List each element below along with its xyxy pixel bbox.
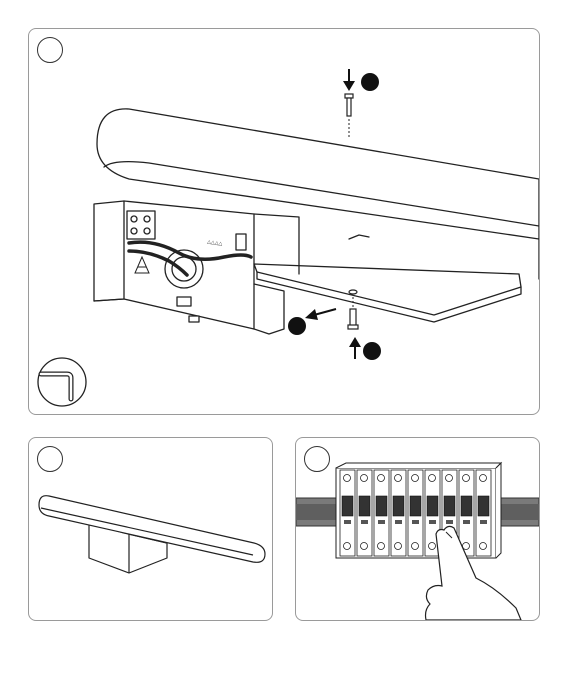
screw-top	[345, 94, 353, 116]
svg-text:△△△△: △△△△	[207, 239, 223, 247]
breaker-window	[361, 520, 368, 524]
breaker-handle	[478, 496, 489, 516]
breaker-window	[378, 520, 385, 524]
terminal-screw	[361, 475, 368, 482]
terminal-screw	[378, 543, 385, 550]
panel-breaker	[295, 437, 540, 621]
breaker-handle	[393, 496, 404, 516]
terminal-screw	[463, 475, 470, 482]
terminal-screw	[412, 543, 419, 550]
terminal-screw	[446, 475, 453, 482]
breaker-handle	[427, 496, 438, 516]
callout-1	[361, 73, 379, 91]
callout-3	[363, 342, 381, 360]
breaker-handle	[444, 496, 455, 516]
breaker-drawing	[296, 438, 539, 620]
terminal-screw	[480, 543, 487, 550]
junction-box	[94, 201, 124, 301]
breaker-handle	[461, 496, 472, 516]
arrow-up-icon	[349, 337, 361, 359]
hex-key-icon	[38, 358, 86, 406]
breaker-handle	[359, 496, 370, 516]
breaker-handle	[342, 496, 353, 516]
terminal-screw	[395, 543, 402, 550]
assembled-luminaire-drawing	[29, 438, 272, 620]
breaker-window	[429, 520, 436, 524]
breaker-window	[480, 520, 487, 524]
terminal-screw	[429, 475, 436, 482]
breaker-modules	[340, 470, 491, 556]
callout-2	[288, 317, 306, 335]
terminal-screw	[344, 475, 351, 482]
recycle-icon	[135, 257, 149, 273]
arrow-left-icon	[305, 309, 336, 320]
bracket-arm	[254, 284, 284, 334]
luminaire-body	[97, 109, 539, 239]
breaker-window	[344, 520, 351, 524]
panel-installation: △△△△	[28, 28, 540, 415]
breaker-window	[463, 520, 470, 524]
terminal-screw	[344, 543, 351, 550]
breaker-handle	[410, 496, 421, 516]
installation-drawing: △△△△	[29, 29, 539, 414]
panel-assembled	[28, 437, 273, 621]
terminal-screw	[361, 543, 368, 550]
arrow-down-icon	[343, 69, 355, 91]
terminal-screw	[480, 475, 487, 482]
breaker-window	[446, 520, 453, 524]
terminal-block	[127, 211, 155, 239]
terminal-screw	[395, 475, 402, 482]
terminal-screw	[412, 475, 419, 482]
breaker-window	[395, 520, 402, 524]
breaker-handle	[376, 496, 387, 516]
terminal-screw	[378, 475, 385, 482]
terminal-screw	[429, 543, 436, 550]
breaker-window	[412, 520, 419, 524]
